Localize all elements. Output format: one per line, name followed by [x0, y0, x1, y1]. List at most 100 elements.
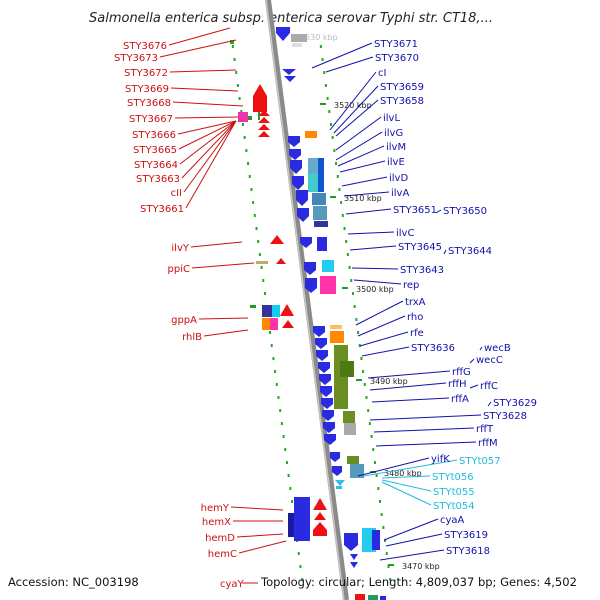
- forward-gene-arrow[interactable]: [313, 498, 327, 510]
- forward-gene-arrow[interactable]: [313, 522, 327, 530]
- forward-gene-arrow[interactable]: [280, 304, 294, 316]
- reverse-gene-arrow[interactable]: [321, 398, 333, 409]
- bottom-gene-label[interactable]: cyaY: [220, 579, 245, 590]
- gene-label-right[interactable]: rep: [403, 280, 419, 291]
- gene-label-right[interactable]: rffH: [448, 379, 467, 390]
- gene-label-left[interactable]: STY3664: [134, 160, 178, 171]
- gene-block[interactable]: [256, 261, 268, 264]
- gene-block[interactable]: [313, 530, 327, 536]
- reverse-gene-arrow[interactable]: [350, 554, 358, 560]
- forward-gene-arrow[interactable]: [282, 320, 294, 328]
- gene-block[interactable]: [291, 34, 307, 42]
- reverse-gene-arrow[interactable]: [319, 374, 331, 385]
- gene-label-left[interactable]: STY3663: [136, 174, 180, 185]
- gene-label-right[interactable]: ilvL: [383, 113, 400, 124]
- gene-label-right[interactable]: yifK: [431, 454, 450, 465]
- gene-label-right[interactable]: ilvE: [387, 157, 405, 168]
- gene-block[interactable]: [350, 464, 364, 478]
- gene-label-right[interactable]: trxA: [405, 297, 426, 308]
- reverse-gene-arrow[interactable]: [316, 350, 328, 361]
- gene-label-right[interactable]: rffM: [478, 438, 498, 449]
- gene-block[interactable]: [312, 193, 326, 205]
- reverse-gene-arrow[interactable]: [289, 149, 301, 160]
- reverse-gene-arrow[interactable]: [300, 237, 312, 248]
- gene-block[interactable]: [322, 260, 334, 272]
- reverse-gene-arrow[interactable]: [284, 76, 296, 82]
- reverse-gene-arrow[interactable]: [292, 176, 304, 190]
- gene-label-right[interactable]: STY3636: [411, 343, 455, 354]
- gene-block[interactable]: [288, 513, 294, 537]
- trna-label[interactable]: STYt054: [433, 501, 475, 512]
- reverse-gene-arrow[interactable]: [288, 136, 300, 147]
- gene-block[interactable]: [238, 112, 248, 122]
- gene-block[interactable]: [262, 305, 272, 317]
- forward-gene-arrow[interactable]: [314, 512, 326, 520]
- gene-block[interactable]: [320, 276, 336, 294]
- gene-block[interactable]: [292, 43, 302, 47]
- gene-block[interactable]: [355, 594, 365, 600]
- gene-label-right[interactable]: STY3671: [374, 39, 418, 50]
- trna-label[interactable]: STYt057: [459, 456, 501, 467]
- gene-label-right[interactable]: STY3618: [446, 546, 490, 557]
- gene-block[interactable]: [262, 318, 270, 330]
- gene-block[interactable]: [368, 595, 378, 600]
- reverse-gene-arrow[interactable]: [313, 326, 325, 337]
- gene-label-left[interactable]: rhlB: [182, 332, 202, 343]
- gene-label-left[interactable]: ilvY: [171, 243, 189, 254]
- gene-block[interactable]: [294, 497, 310, 541]
- gene-label-right[interactable]: STY3651: [393, 205, 437, 216]
- gene-block[interactable]: [270, 318, 278, 330]
- trna-marker[interactable]: [335, 480, 345, 486]
- reverse-gene-arrow[interactable]: [276, 33, 290, 41]
- reverse-gene-arrow[interactable]: [305, 278, 317, 293]
- gene-label-right[interactable]: STY3643: [400, 265, 444, 276]
- reverse-gene-arrow[interactable]: [323, 422, 335, 433]
- gene-block[interactable]: [330, 325, 342, 329]
- gene-block[interactable]: [272, 305, 280, 317]
- reverse-gene-arrow[interactable]: [282, 69, 296, 75]
- forward-gene-arrow[interactable]: [253, 84, 267, 96]
- gene-label-right[interactable]: STY3644: [448, 246, 492, 257]
- reverse-gene-arrow[interactable]: [344, 533, 358, 551]
- gene-block[interactable]: [314, 221, 328, 227]
- gene-label-right[interactable]: rfe: [410, 328, 424, 339]
- gene-label-right[interactable]: rffA: [451, 394, 469, 405]
- gene-label-right[interactable]: STY3629: [493, 398, 537, 409]
- reverse-gene-arrow[interactable]: [290, 160, 302, 174]
- gene-block[interactable]: [340, 361, 354, 377]
- gene-label-right[interactable]: ilvA: [391, 188, 409, 199]
- gene-block[interactable]: [250, 305, 256, 308]
- gene-label-right[interactable]: ilvM: [386, 142, 406, 153]
- reverse-gene-arrow[interactable]: [350, 562, 358, 568]
- gene-label-right[interactable]: rho: [407, 312, 423, 323]
- gene-label-right[interactable]: STY3628: [483, 411, 527, 422]
- forward-gene-arrow[interactable]: [276, 258, 286, 264]
- reverse-gene-arrow[interactable]: [324, 434, 336, 445]
- reverse-gene-arrow[interactable]: [330, 452, 340, 462]
- gene-label-left[interactable]: hemC: [208, 549, 237, 560]
- gene-block[interactable]: [380, 596, 386, 600]
- gene-label-right[interactable]: STY3670: [375, 53, 419, 64]
- gene-label-left[interactable]: STY3676: [123, 41, 167, 52]
- gene-label-left[interactable]: STY3668: [127, 98, 171, 109]
- gene-block[interactable]: [305, 131, 317, 138]
- gene-label-left[interactable]: hemX: [202, 517, 231, 528]
- gene-block[interactable]: [343, 411, 355, 423]
- gene-block[interactable]: [317, 237, 327, 251]
- gene-label-left[interactable]: hemD: [205, 533, 235, 544]
- reverse-gene-arrow[interactable]: [320, 386, 332, 397]
- trna-label[interactable]: STYt056: [432, 472, 474, 483]
- gene-block[interactable]: [313, 206, 327, 220]
- gene-block[interactable]: [308, 174, 318, 192]
- gene-label-left[interactable]: STY3666: [132, 130, 176, 141]
- gene-block[interactable]: [258, 112, 260, 120]
- gene-label-right[interactable]: STY3659: [380, 82, 424, 93]
- forward-gene-arrow[interactable]: [270, 235, 284, 244]
- gene-label-right[interactable]: STY3645: [398, 242, 442, 253]
- gene-label-right[interactable]: ilvG: [384, 128, 403, 139]
- trna-label[interactable]: STYt055: [433, 487, 475, 498]
- reverse-gene-arrow[interactable]: [304, 262, 316, 275]
- gene-label-right[interactable]: STY3658: [380, 96, 424, 107]
- forward-gene-arrow[interactable]: [258, 131, 270, 137]
- forward-gene-arrow[interactable]: [258, 124, 270, 130]
